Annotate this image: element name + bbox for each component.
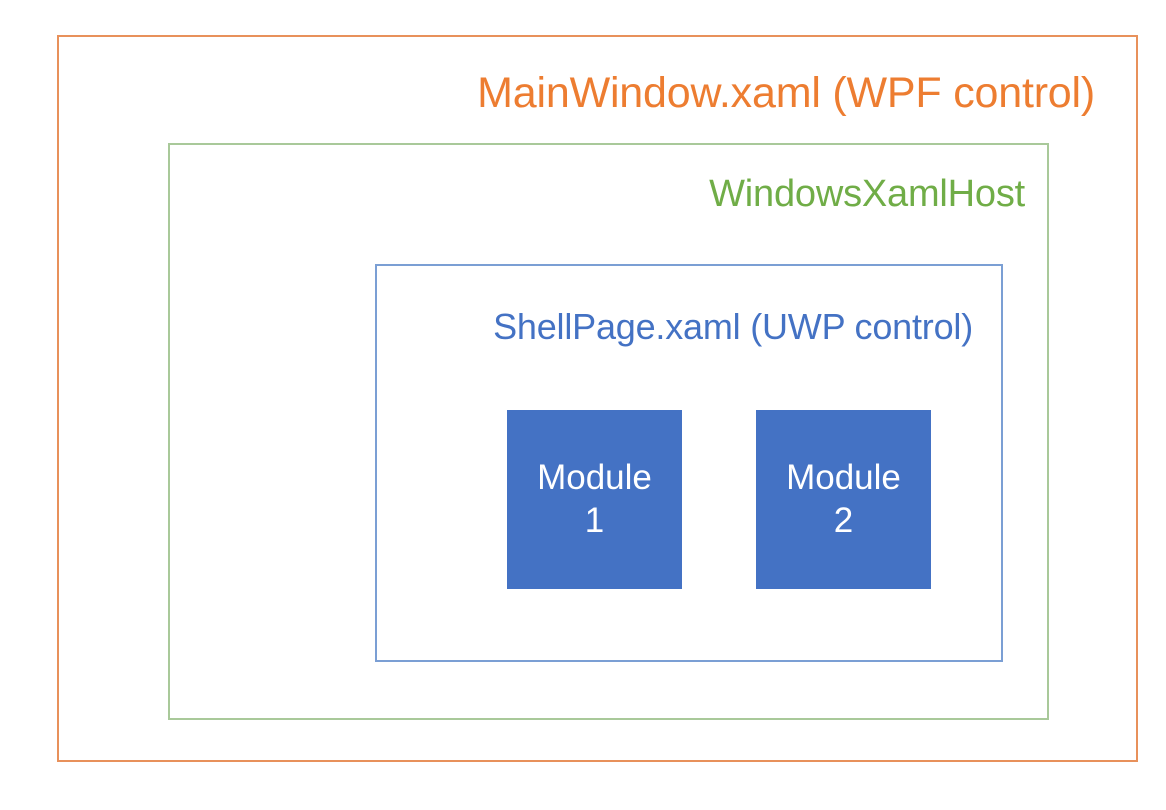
module-box-1-name: Module [537,457,652,497]
layer-mainwindow-wpf: MainWindow.xaml (WPF control) WindowsXam… [57,35,1138,762]
layer-label-windowsxamlhost: WindowsXamlHost [709,173,1025,215]
module-box-2-number: 2 [833,500,854,540]
layer-label-mainwindow-wpf: MainWindow.xaml (WPF control) [477,69,1095,117]
layer-shellpage-uwp: ShellPage.xaml (UWP control) Module 1 Mo… [375,264,1003,662]
module-box-1: Module 1 [507,410,682,589]
module-box-1-number: 1 [584,500,605,540]
layer-label-shellpage-uwp: ShellPage.xaml (UWP control) [493,306,973,347]
module-box-2-name: Module [786,457,901,497]
layer-windowsxamlhost: WindowsXamlHost ShellPage.xaml (UWP cont… [168,143,1049,720]
module-box-2: Module 2 [756,410,931,589]
modules-row: Module 1 Module 2 [377,266,1001,660]
